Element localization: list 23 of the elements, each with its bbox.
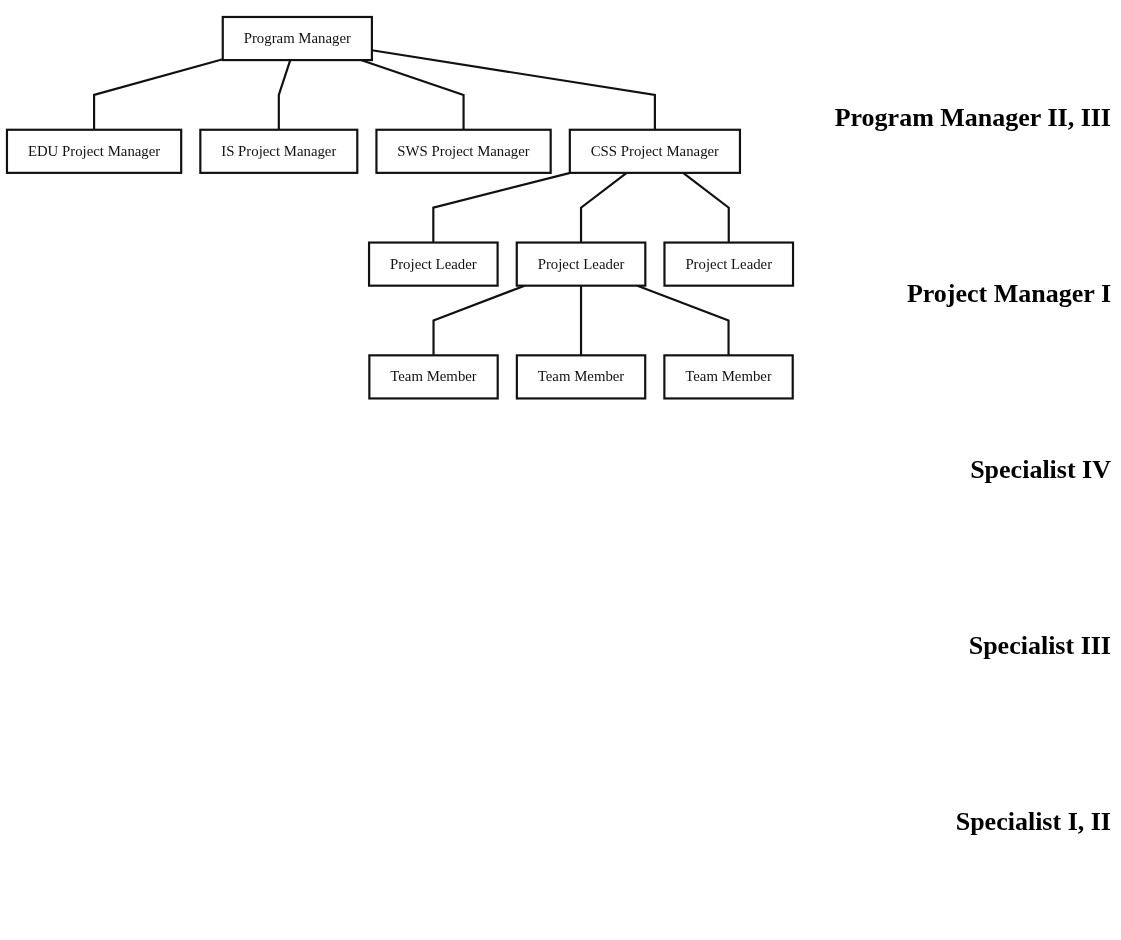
level-label: Specialist IV xyxy=(969,455,1111,485)
node-box: Team Member xyxy=(515,354,647,400)
node-box: Project Leader xyxy=(663,241,795,287)
node-box: CSS Project Manager xyxy=(568,128,742,174)
node-box: EDU Project Manager xyxy=(5,128,183,174)
level-label: Specialist III xyxy=(967,631,1111,661)
connector xyxy=(579,172,628,243)
connector xyxy=(432,171,571,243)
node-box: IS Project Manager xyxy=(199,128,359,174)
node-box: Team Member xyxy=(368,354,499,400)
connector xyxy=(579,285,583,356)
connector xyxy=(371,49,656,130)
level-label: Specialist I, II xyxy=(954,807,1111,837)
node-box: Project Leader xyxy=(515,241,647,287)
connector xyxy=(93,58,224,130)
node-box: Team Member xyxy=(663,354,794,400)
node-box: Project Leader xyxy=(367,241,499,287)
connector xyxy=(637,284,730,356)
node-box: SWS Project Manager xyxy=(375,128,552,174)
level-label: Project Manager I xyxy=(905,279,1111,309)
level-label: Program Manager II, III xyxy=(833,103,1111,133)
node-box: Program Manager xyxy=(221,15,373,62)
connector xyxy=(682,172,730,243)
